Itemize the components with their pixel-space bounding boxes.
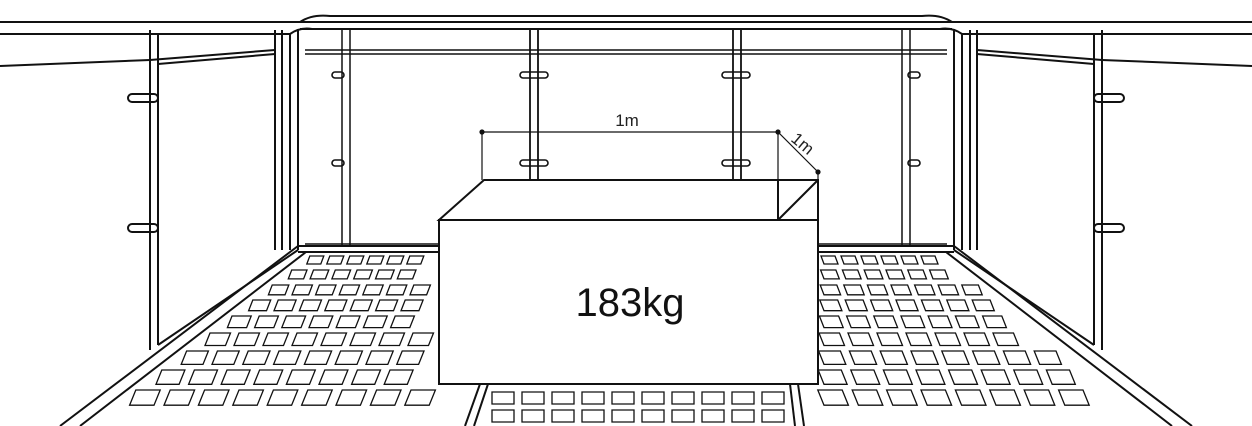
shelf-deck — [59, 245, 1193, 426]
load-box-top — [436, 179, 819, 221]
depth-dimension — [777, 131, 821, 180]
top-frame — [0, 14, 1252, 67]
middle-posts — [529, 30, 742, 180]
load-weight-label: 183kg — [576, 281, 685, 325]
load-box: 183kg — [436, 179, 819, 385]
load-box-front — [438, 219, 819, 385]
width-label: 1m — [615, 111, 639, 130]
depth-label: 1m — [787, 129, 817, 159]
shelf-grid-left — [128, 255, 437, 406]
side-frames — [127, 29, 1125, 350]
width-dimension — [479, 129, 781, 180]
shelf-clips — [331, 71, 921, 167]
shelf-grid-center — [491, 391, 785, 423]
shelf-grid-right — [816, 255, 1091, 406]
